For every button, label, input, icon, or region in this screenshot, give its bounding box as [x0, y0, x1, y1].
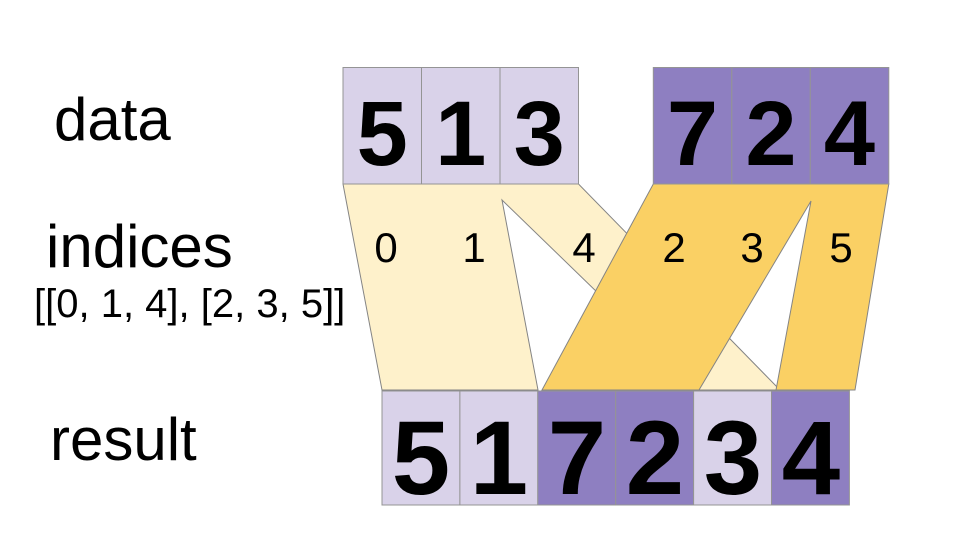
data-cell-value: 7 [667, 83, 718, 185]
index-value: 5 [829, 224, 852, 271]
data-cell [652, 67, 733, 185]
result-cell-value: 7 [548, 400, 606, 517]
data-row-label: data [54, 86, 171, 153]
index-value: 2 [662, 224, 685, 271]
index-value: 3 [740, 224, 763, 271]
data-cell [809, 67, 890, 185]
data-row-group2: 7 2 4 [652, 67, 890, 185]
result-cell-value: 5 [392, 400, 450, 517]
result-cell-value: 2 [626, 400, 684, 517]
result-cell-value: 3 [704, 400, 762, 517]
result-row: 5 1 7 2 3 4 [381, 390, 850, 517]
indices-list-text: [[0, 1, 4], [2, 3, 5]] [34, 282, 345, 326]
result-row-label: result [50, 406, 197, 473]
result-cell [771, 390, 850, 506]
data-cell-value: 3 [514, 83, 565, 185]
data-cell-value: 2 [745, 83, 796, 185]
data-cell [499, 67, 579, 185]
index-value: 1 [462, 224, 485, 271]
data-row-group1: 5 1 3 [342, 67, 579, 185]
data-cell-value: 5 [357, 83, 408, 185]
result-cell [459, 390, 539, 506]
data-cell-value: 1 [435, 83, 486, 185]
data-cell [421, 67, 501, 185]
indices-row-label: indices [46, 213, 233, 280]
data-cell [731, 67, 811, 185]
result-cell [615, 390, 695, 506]
index-value: 0 [374, 224, 397, 271]
indices-values: 0 1 4 2 3 5 [374, 224, 852, 271]
result-cell [537, 390, 617, 506]
result-cell [381, 390, 461, 506]
index-value: 4 [572, 224, 595, 271]
result-cell-value: 1 [470, 400, 528, 517]
data-cell [342, 67, 422, 185]
gather-band-batch2 [541, 183, 890, 391]
result-cell-value: 4 [782, 400, 840, 517]
data-cell-value: 4 [824, 83, 875, 185]
result-cell [693, 390, 772, 506]
